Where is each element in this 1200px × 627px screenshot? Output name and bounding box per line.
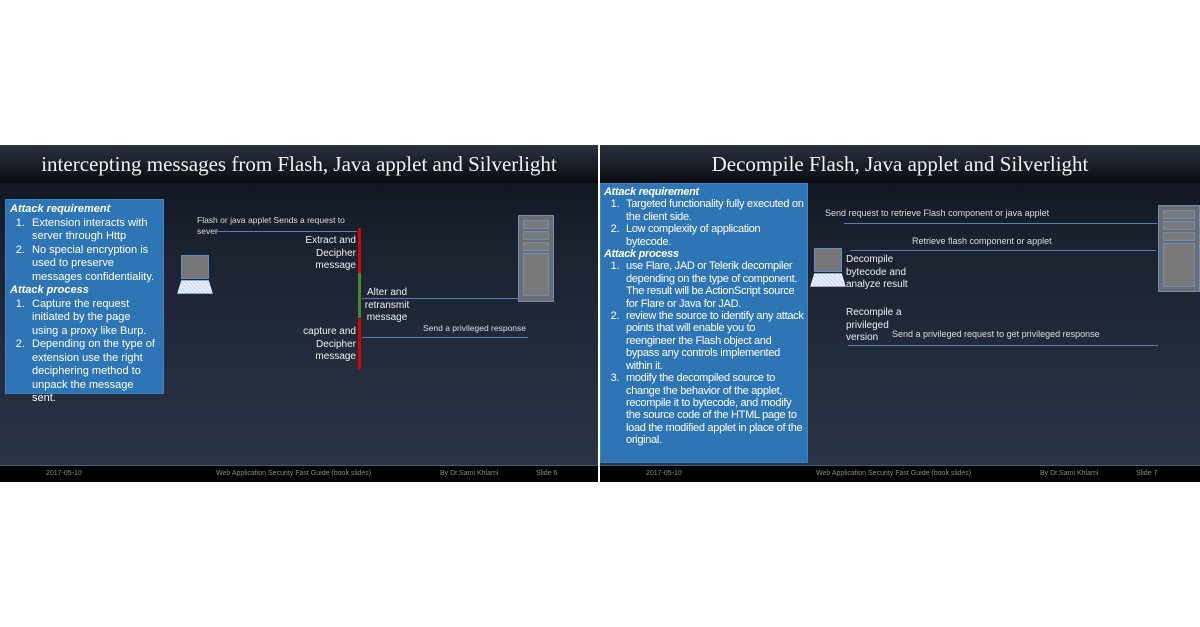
footer-author: By Dr.Sami Khiami [440,470,499,477]
privileged-arrow [848,345,1158,346]
response-label: Send a privileged response [423,323,527,333]
list-item: Low complexity of application bytecode. [622,223,804,248]
slide-title: intercepting messages from Flash, Java a… [0,145,598,183]
attack-info-box: Attack requirement Extension interacts w… [5,199,164,404]
list-item: review the source to identify any attack… [622,310,804,372]
recompile-label: Recompile a privileged version [846,307,902,343]
send-label: Send request to retrieve Flash component… [825,208,1050,218]
capture-bar [358,319,361,369]
alter-arrow [362,298,518,299]
slide-6: intercepting messages from Flash, Java a… [0,145,598,482]
process-heading: Attack process [604,248,679,261]
requirement-heading: Attack requirement [10,203,111,215]
list-item: modify the decompiled source to change t… [622,372,804,446]
server-icon [1158,205,1200,292]
footer-slide-number: Slide 7 [1136,470,1158,477]
retrieve-arrow [850,250,1156,251]
list-item: Capture the request initiated by the pag… [28,298,159,339]
footer-slide-number: Slide 6 [536,470,558,477]
request-arrow [215,231,357,232]
extract-bar [358,228,361,273]
requirement-heading: Attack requirement [604,186,699,198]
retrieve-label: Retrieve flash component or applet [912,236,1052,246]
slide-7: Decompile Flash, Java applet and Silverl… [600,145,1200,482]
server-icon [518,215,554,302]
list-item: Targeted functionality fully executed on… [622,198,804,223]
footer: 2017-05-10 Web Application Security Fast… [600,465,1200,482]
footer-course: Web Application Security Fast Guide (boo… [216,470,372,477]
footer-date: 2017-05-10 [46,470,82,477]
slide-title: Decompile Flash, Java applet and Silverl… [600,145,1200,183]
alter-label: Alter and retransmit message [364,287,410,323]
footer-author: By Dr.Sami Khiami [1040,470,1099,477]
privileged-label: Send a privileged request to get privile… [892,329,1100,339]
attack-info-box: Attack requirement Targeted functionalit… [600,183,808,463]
response-arrow [362,337,528,338]
list-item: use Flare, JAD or Telerik decompiler dep… [622,260,804,310]
footer-course: Web Application Security Fast Guide (boo… [816,470,972,477]
list-item: No special encryption is used to preserv… [28,244,159,285]
extract-label: Extract and Decipher message [305,235,356,271]
footer: 2017-05-10 Web Application Security Fast… [0,465,598,482]
process-heading: Attack process [10,284,89,296]
decompile-label: Decompile bytecode and analyze result [846,254,908,290]
footer-date: 2017-05-10 [646,470,682,477]
capture-label: capture and Decipher message [303,326,356,362]
list-item: Extension interacts with server through … [28,217,159,244]
send-arrow [844,223,1157,224]
request-label: Flash or java applet Sends a request to … [197,215,345,236]
alter-bar [358,273,361,318]
list-item: Depending on the type of extension use t… [28,338,159,406]
